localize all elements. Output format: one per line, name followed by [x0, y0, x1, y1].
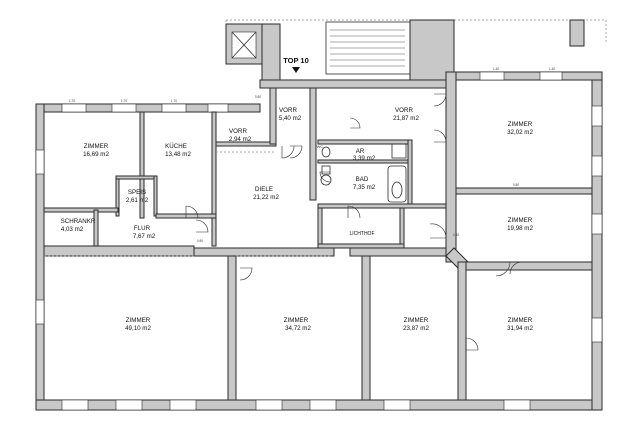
room-zimmer-nw-name: ZIMMER — [84, 143, 109, 150]
room-kueche-area: 13,48 m2 — [165, 151, 191, 158]
room-zimmer-ne-area: 32,02 m2 — [507, 129, 533, 136]
doors — [185, 93, 523, 351]
room-ar-area: 3,39 m2 — [353, 155, 376, 162]
svg-text:0.80: 0.80 — [255, 95, 261, 99]
room-speis-name: SPEIS — [128, 189, 146, 196]
room-vorr-entry-name: VORR — [279, 107, 297, 114]
room-vorr-small-name: VORR — [229, 128, 247, 135]
room-schrankr-area: 4,03 m2 — [61, 226, 84, 233]
room-flur-name: FLUR — [134, 225, 151, 232]
room-labels: ZIMMER 16,69 m2 KÜCHE 13,48 m2 SPEIS 2,6… — [61, 107, 534, 332]
room-ar-name: AR — [356, 148, 365, 155]
svg-text:1.70: 1.70 — [69, 99, 75, 103]
dashed-opening-lines — [44, 151, 330, 257]
svg-text:0.80: 0.80 — [453, 233, 459, 237]
room-zimmer-s2-area: 23,87 m2 — [403, 325, 429, 332]
unit-tag: TOP 10 — [283, 56, 309, 73]
arrow-down-icon — [292, 67, 300, 73]
svg-text:1.70: 1.70 — [171, 99, 177, 103]
room-schrankr-name: SCHRANKR — [61, 218, 96, 225]
bath-fixtures — [320, 143, 407, 203]
elevator-shaft — [225, 23, 263, 65]
room-zimmer-s2-name: ZIMMER — [404, 317, 429, 324]
room-vorr-small-area: 2,94 m2 — [229, 136, 252, 143]
room-zimmer-se-name: ZIMMER — [508, 317, 533, 324]
dimension-marks: 1.70 1.70 1.70 0.80 1.40 1.40 0.80 0.80 … — [69, 67, 555, 243]
room-zimmer-s1-name: ZIMMER — [284, 317, 309, 324]
room-zimmer-se-area: 31,94 m2 — [507, 325, 533, 332]
room-bad-name: BAD — [356, 176, 369, 183]
windows-east — [591, 105, 603, 343]
room-diele-name: DIELE — [255, 186, 273, 193]
room-lichthof-name: LICHTHOF — [350, 231, 375, 237]
wall-upper-right-block — [409, 19, 455, 81]
windows-south — [61, 399, 531, 411]
room-zimmer-nw-area: 16,69 m2 — [83, 151, 109, 158]
room-vorr-entry-area: 5,40 m2 — [279, 115, 302, 122]
windows-north — [61, 71, 563, 113]
room-zimmer-s1-area: 34,72 m2 — [285, 325, 311, 332]
room-vorr-large-area: 21,87 m2 — [393, 115, 419, 122]
room-speis-area: 2,61 m2 — [126, 197, 149, 204]
svg-text:1.40: 1.40 — [549, 67, 555, 71]
room-bad-area: 7,35 m2 — [353, 184, 376, 191]
room-diele-area: 21,22 m2 — [253, 194, 279, 201]
staircase — [325, 21, 411, 75]
room-zimmer-sw-name: ZIMMER — [126, 317, 151, 324]
room-flur-area: 7,67 m2 — [133, 233, 156, 240]
room-zimmer-e-name: ZIMMER — [508, 217, 533, 224]
interior-walls — [43, 87, 593, 401]
svg-text:1.70: 1.70 — [121, 99, 127, 103]
wall-upper-far-right — [569, 19, 585, 47]
svg-text:1.40: 1.40 — [493, 67, 499, 71]
svg-text:0.80: 0.80 — [513, 183, 519, 187]
unit-tag-label: TOP 10 — [283, 56, 309, 65]
windows-west — [35, 149, 45, 325]
room-zimmer-e-area: 19,98 m2 — [507, 225, 533, 232]
svg-text:0.80: 0.80 — [197, 239, 203, 243]
room-kueche-name: KÜCHE — [165, 143, 187, 150]
wc-label: WC — [317, 144, 324, 149]
wall-upper-mid — [261, 23, 281, 81]
room-zimmer-ne-name: ZIMMER — [508, 121, 533, 128]
room-zimmer-sw-area: 49,10 m2 — [125, 325, 151, 332]
room-vorr-large-name: VORR — [395, 107, 413, 114]
